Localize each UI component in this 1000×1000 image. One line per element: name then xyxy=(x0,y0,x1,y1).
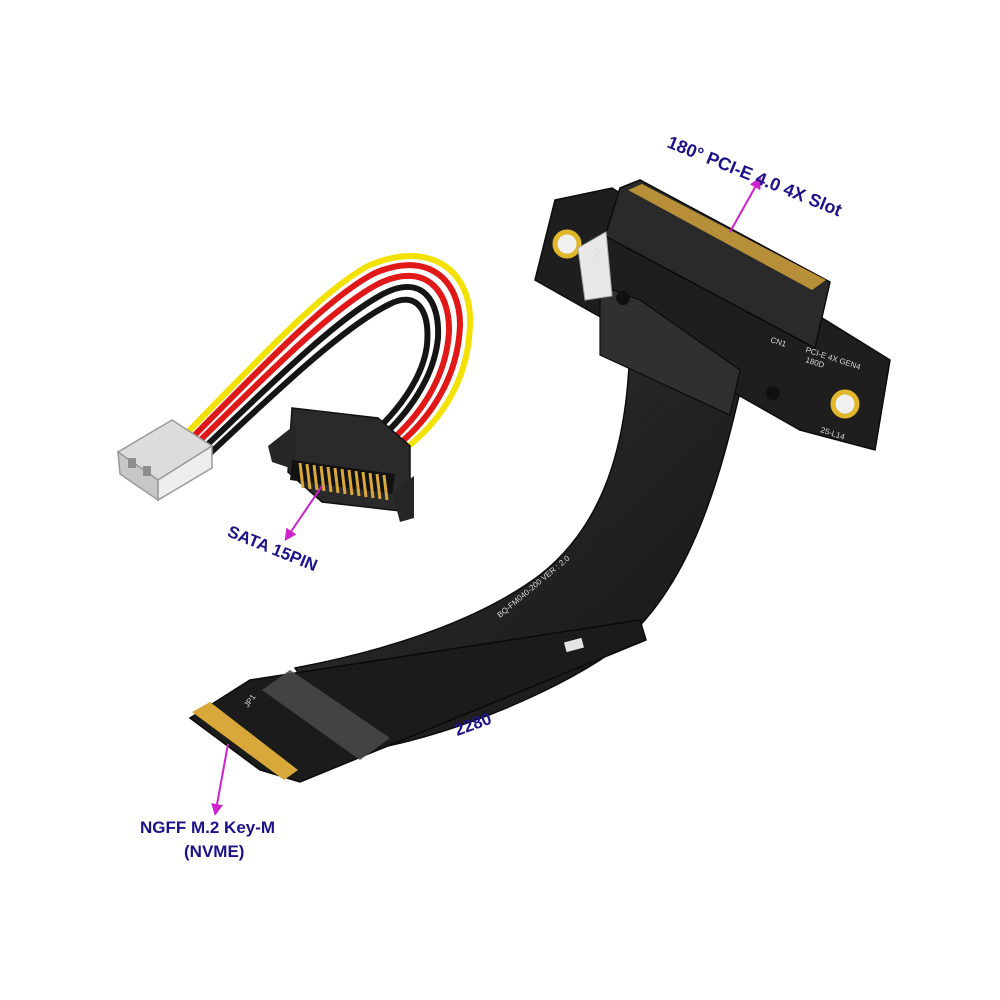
arrow-pcie-slot xyxy=(729,176,761,233)
mounting-hole-left xyxy=(552,229,582,259)
sata-power-cable xyxy=(167,253,474,475)
m2-card xyxy=(188,619,647,783)
sata-15pin-connector xyxy=(268,407,414,522)
pcie-riser-board: CN1 CN2 PCI-E 4X GEN4 180D 25-L14 xyxy=(534,179,891,451)
arrow-ngff xyxy=(211,743,229,816)
mounting-hole-right xyxy=(830,389,860,419)
arrow-sata xyxy=(284,485,323,541)
callout-ngff-line2: (NVME) xyxy=(184,842,245,861)
cn2-label: CN2 xyxy=(593,247,602,262)
small-4pin-connector xyxy=(116,419,214,502)
sata-gold-pins xyxy=(298,462,389,501)
pcie-slot xyxy=(604,179,831,350)
callout-ngff-line1: NGFF M.2 Key-M xyxy=(140,818,276,837)
